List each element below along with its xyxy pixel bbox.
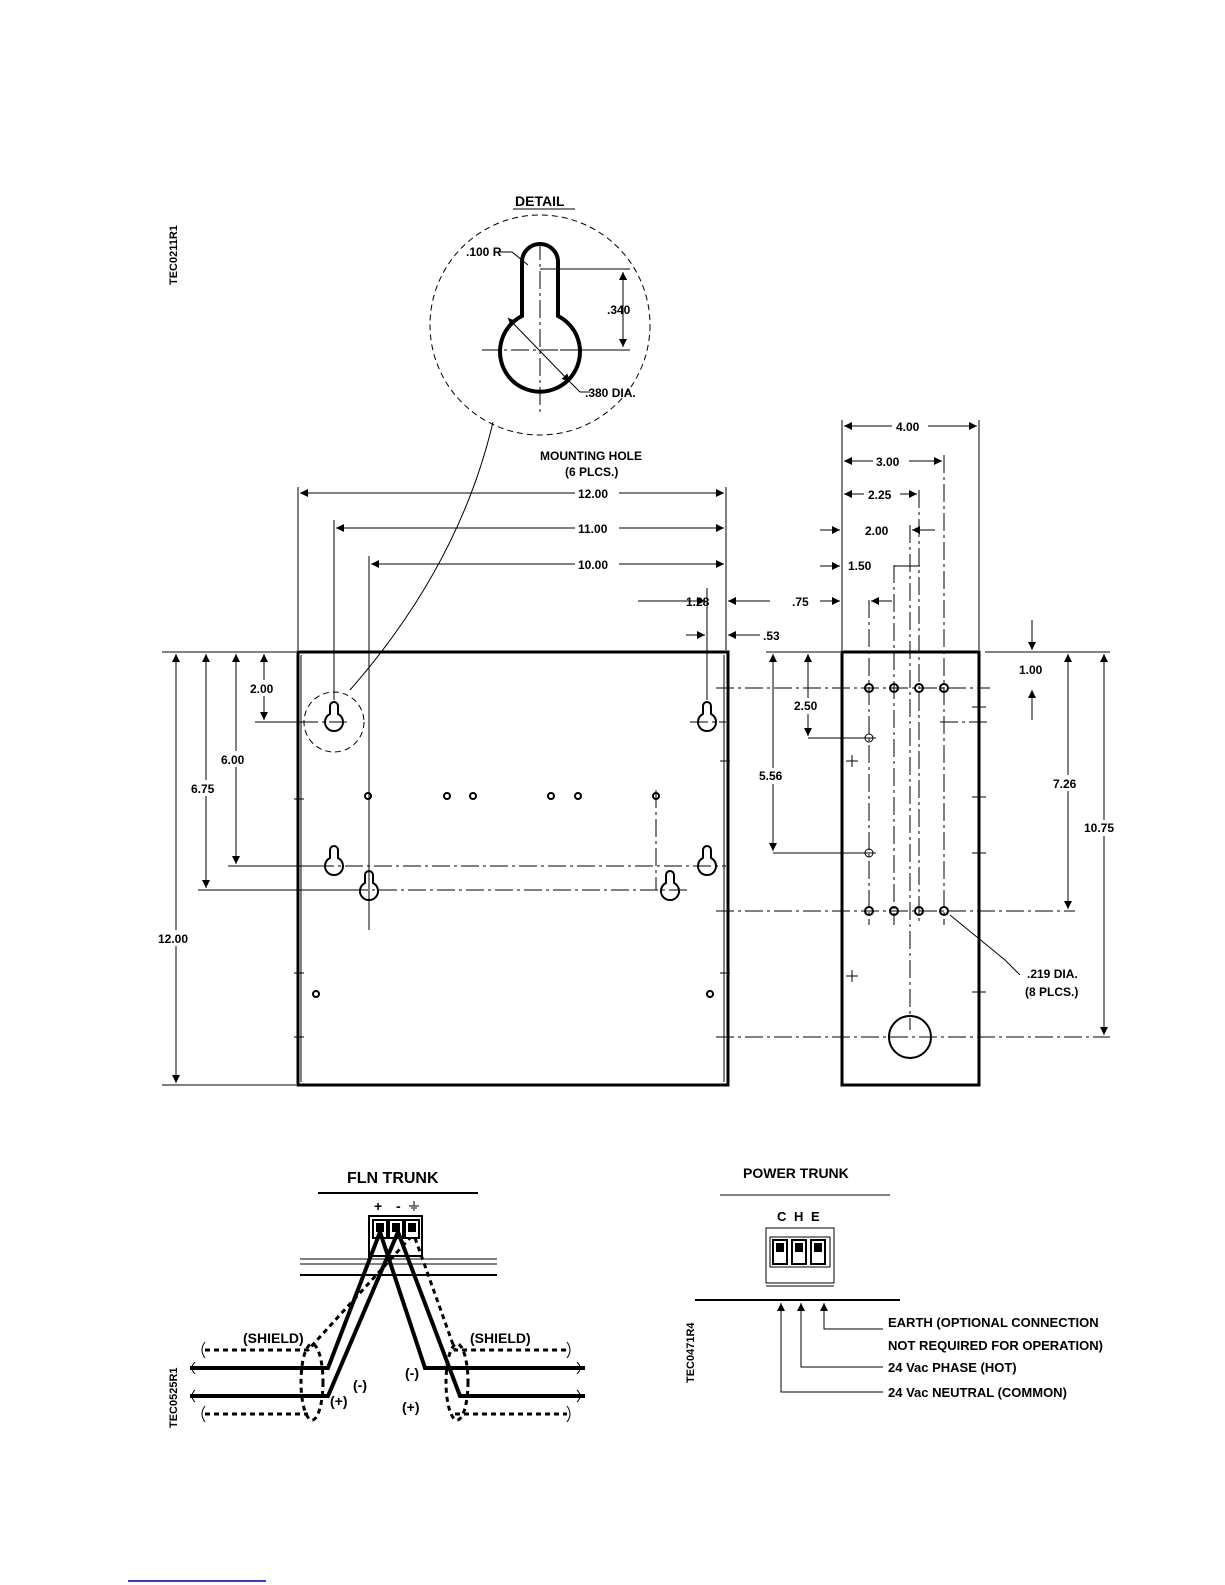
power-phase: 24 Vac PHASE (HOT) — [888, 1360, 1017, 1375]
fln-shield-right: (SHIELD) — [470, 1330, 531, 1346]
fln-shield-left: (SHIELD) — [243, 1330, 304, 1346]
side-view: 4.00 3.00 2.25 2.00 1.50 .75 — [716, 418, 1121, 1087]
dim-128: 1.28 — [686, 595, 710, 609]
power-earth-2: NOT REQUIRED FOR OPERATION) — [888, 1338, 1103, 1353]
drawing-id-fln: TEC0525R1 — [168, 1367, 180, 1428]
dim-v675: 6.75 — [191, 782, 215, 796]
keyhole-mr — [697, 845, 717, 877]
dim-h075: .75 — [792, 595, 809, 609]
keyhole-ml — [324, 845, 344, 877]
hole-note-1: .219 DIA. — [1027, 967, 1078, 981]
fln-trunk-diagram: FLN TRUNK + - — [190, 1170, 585, 1423]
fln-title: FLN TRUNK — [347, 1170, 439, 1187]
power-trunk-diagram: POWER TRUNK C H E EARTH (OPTIONAL CONNEC… — [695, 1165, 1103, 1400]
dim-v1200: 12.00 — [158, 932, 188, 946]
hole-note-2: (8 PLCS.) — [1025, 985, 1078, 999]
mounting-hole-label-2: (6 PLCS.) — [565, 465, 618, 479]
dim-v200: 2.00 — [250, 682, 274, 696]
drawing-id-power: TEC0471R4 — [685, 1322, 697, 1383]
mounting-hole-label-1: MOUNTING HOLE — [540, 449, 642, 463]
detail-height-label: .340 — [607, 303, 631, 317]
detail-view: DETAIL .100 R .340 .380 DIA. — [349, 193, 651, 691]
fln-neg-right: (-) — [405, 1365, 419, 1381]
dim-v556: 5.56 — [759, 769, 783, 783]
dim-h400: 4.00 — [896, 420, 920, 434]
front-view: MOUNTING HOLE (6 PLCS.) 12.00 11.00 10.0… — [157, 449, 780, 1087]
dim-h300: 3.00 — [876, 455, 900, 469]
detail-title: DETAIL — [515, 193, 565, 209]
dim-h225: 2.25 — [868, 488, 892, 502]
dim-width-11: 11.00 — [578, 522, 608, 536]
drawing-id-mounting: TEC0211R1 — [168, 225, 180, 285]
keyhole-br — [660, 870, 680, 902]
dim-h150: 1.50 — [848, 559, 872, 573]
footer-link-underline[interactable] — [128, 1580, 266, 1582]
power-earth-1: EARTH (OPTIONAL CONNECTION — [888, 1315, 1099, 1330]
fln-neg-left: (-) — [353, 1377, 367, 1393]
fln-pos-left: (+) — [330, 1393, 348, 1409]
dim-v1075: 10.75 — [1084, 821, 1114, 835]
dim-width-12: 12.00 — [578, 487, 608, 501]
fln-minus: - — [396, 1198, 401, 1214]
power-title: POWER TRUNK — [743, 1165, 849, 1181]
dim-width-10: 10.00 — [578, 558, 608, 572]
keyhole-tr — [697, 701, 717, 733]
ground-icon — [409, 1201, 419, 1211]
dim-v250: 2.50 — [794, 699, 818, 713]
detail-radius-label: .100 R — [466, 245, 502, 259]
detail-diameter-label: .380 DIA. — [585, 386, 636, 400]
fln-pos-right: (+) — [402, 1399, 420, 1415]
dim-v726: 7.26 — [1053, 777, 1077, 791]
dim-h200: 2.00 — [865, 524, 889, 538]
dim-v100: 1.00 — [1019, 663, 1043, 677]
keyhole-tl — [324, 701, 344, 733]
power-neutral: 24 Vac NEUTRAL (COMMON) — [888, 1385, 1067, 1400]
dim-053: .53 — [763, 629, 780, 643]
dim-v600: 6.00 — [221, 753, 245, 767]
power-terminals: C H E — [777, 1209, 822, 1224]
fln-plus: + — [374, 1198, 382, 1214]
